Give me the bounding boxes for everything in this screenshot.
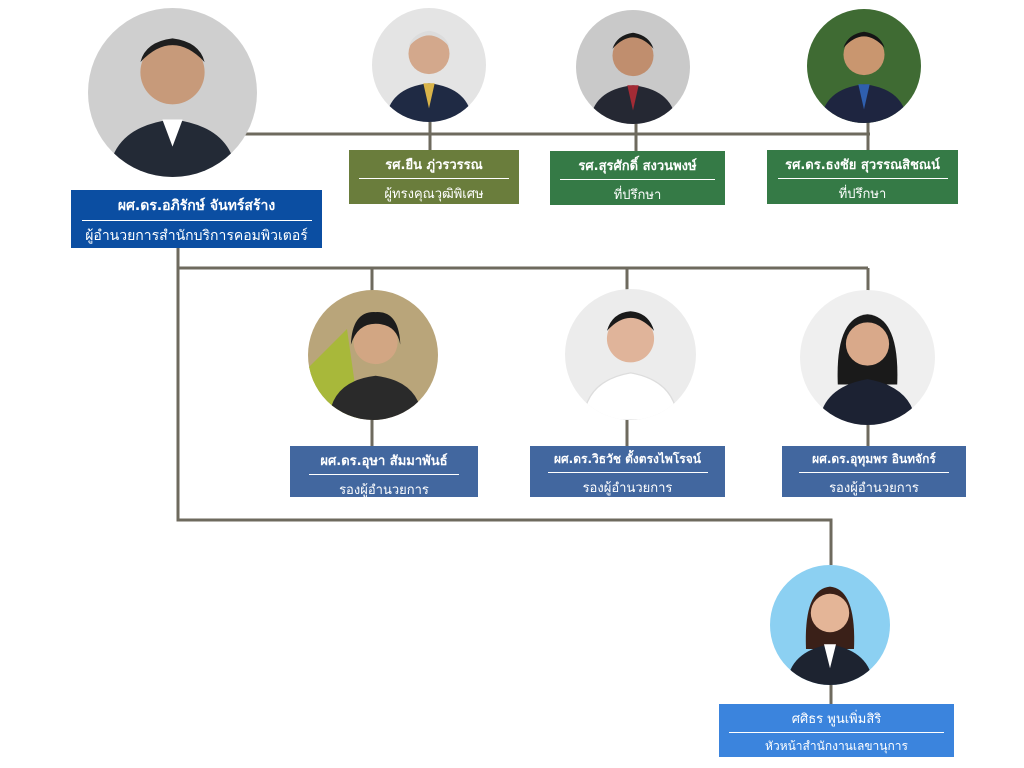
secretary-role: หัวหน้าสำนักงานเลขานุการ (765, 739, 908, 753)
advisor-2-photo (576, 10, 690, 124)
person-avatar-icon (108, 38, 237, 177)
deputy-3-name: ผศ.ดร.อุทุมพร อินทจักร์ (812, 452, 936, 466)
divider (309, 474, 459, 475)
advisor-1-card: รศ.ยืน ภู่วรวรรณ ผู้ทรงคุณวุฒิพิเศษ (349, 150, 519, 204)
advisor-2-card: รศ.สุรศักดิ์ สงวนพงษ์ ที่ปรึกษา (550, 151, 725, 205)
person-avatar-icon (385, 30, 473, 122)
person-avatar-icon (308, 312, 423, 420)
director-role: ผู้อำนวยการสำนักบริการคอมพิวเตอร์ (85, 228, 308, 244)
director-name: ผศ.ดร.อภิรักษ์ จันทร์สร้าง (117, 198, 276, 214)
deputy-2-role: รองผู้อำนวยการ (582, 481, 673, 496)
divider (560, 179, 715, 180)
deputy-3-photo (800, 290, 935, 425)
divider (359, 178, 509, 179)
deputy-3-card: ผศ.ดร.อุทุมพร อินทจักร์ รองผู้อำนวยการ (782, 446, 966, 497)
deputy-2-photo (565, 289, 696, 420)
advisor-3-role: ที่ปรึกษา (838, 187, 887, 202)
advisor-3-name: รศ.ดร.ธงชัย สุวรรณสิชณน์ (785, 158, 940, 173)
person-avatar-icon (820, 31, 908, 123)
person-avatar-icon (589, 32, 677, 124)
director-card: ผศ.ดร.อภิรักษ์ จันทร์สร้าง ผู้อำนวยการสำ… (71, 190, 322, 248)
advisor-1-name: รศ.ยืน ภู่วรวรรณ (385, 158, 483, 173)
secretary-name: ศศิธร พูนเพิ่มสิริ (791, 712, 882, 727)
deputy-1-name: ผศ.ดร.อุษา สัมมาพันธ์ (320, 454, 448, 469)
deputy-2-name: ผศ.ดร.วิธวัช ตั้งตรงไพโรจน์ (554, 452, 701, 466)
deputy-1-photo (308, 290, 438, 420)
advisor-3-card: รศ.ดร.ธงชัย สุวรรณสิชณน์ ที่ปรึกษา (767, 150, 958, 204)
secretary-photo (770, 565, 890, 685)
advisor-2-role: ที่ปรึกษา (613, 188, 662, 203)
director-trunk (176, 248, 833, 565)
advisor-1-role: ผู้ทรงคุณวุฒิพิเศษ (384, 187, 484, 202)
deputy-3-role: รองผู้อำนวยการ (829, 481, 919, 496)
divider (799, 472, 949, 473)
person-avatar-icon (786, 586, 874, 685)
divider (729, 732, 944, 733)
divider (547, 472, 708, 473)
advisor-3-photo (807, 9, 921, 123)
person-avatar-icon (582, 311, 679, 420)
advisor-1-photo (372, 8, 486, 122)
deputy-1-role: รองผู้อำนวยการ (339, 483, 429, 498)
director-photo (88, 8, 257, 177)
divider (777, 178, 948, 179)
person-avatar-icon (818, 314, 917, 425)
deputy-1-card: ผศ.ดร.อุษา สัมมาพันธ์ รองผู้อำนวยการ (290, 446, 478, 498)
secretary-card: ศศิธร พูนเพิ่มสิริ หัวหน้าสำนักงานเลขานุ… (719, 704, 954, 757)
advisor-2-name: รศ.สุรศักดิ์ สงวนพงษ์ (578, 159, 697, 174)
deputy-2-card: ผศ.ดร.วิธวัช ตั้งตรงไพโรจน์ รองผู้อำนวยก… (530, 446, 725, 497)
divider (81, 220, 312, 221)
